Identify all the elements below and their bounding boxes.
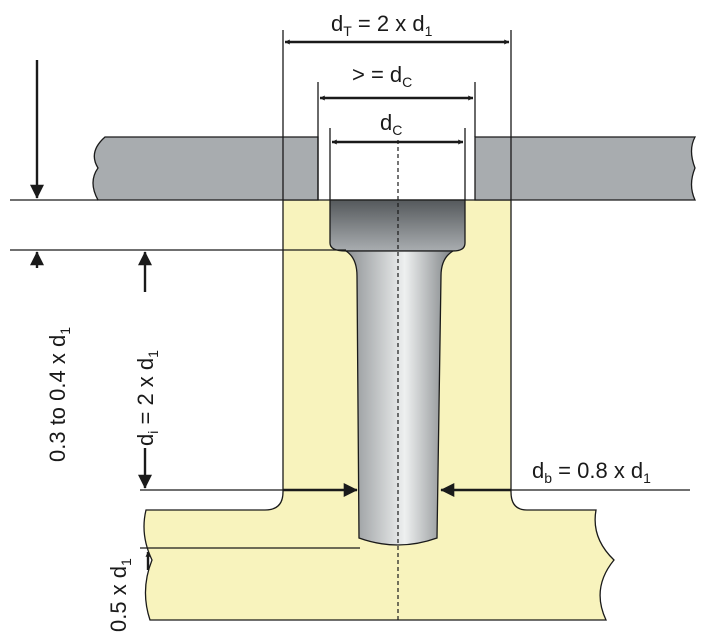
wall-depth-label: 0.3 to 0.4 x d1 — [45, 327, 73, 462]
right-plate — [474, 136, 697, 201]
left-plate — [92, 136, 319, 201]
db-label: db = 0.8 x d1 — [532, 458, 651, 486]
ge-dC-label: > = dC — [352, 62, 412, 90]
pin-shank — [343, 250, 456, 546]
dC-label: dC — [380, 110, 402, 138]
dT-label: dT = 2 x d1 — [331, 11, 433, 39]
di-label: di = 2 x d1 — [133, 350, 161, 446]
base-depth-label: 0.5 x d1 — [106, 558, 134, 632]
